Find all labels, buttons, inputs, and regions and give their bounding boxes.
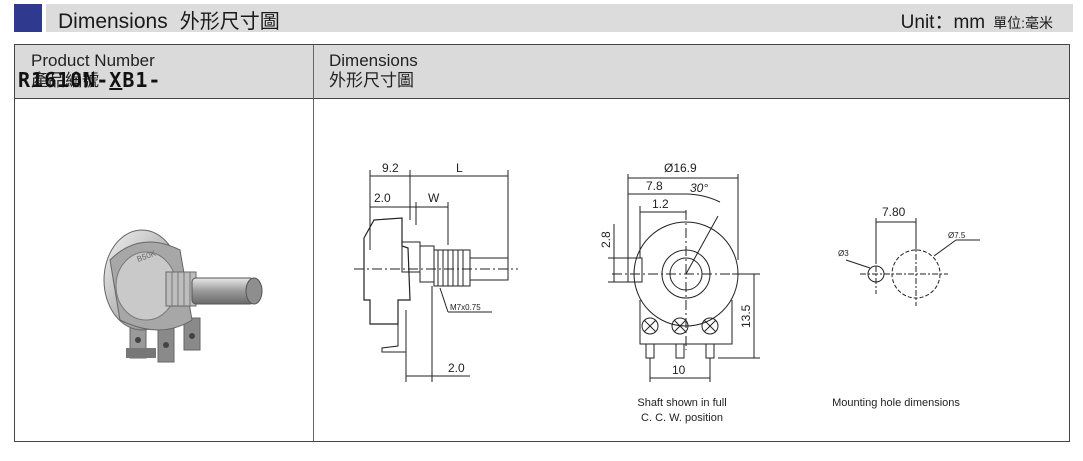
dim-W: W bbox=[428, 191, 440, 205]
dim-angle-30: 30° bbox=[690, 181, 708, 195]
header-background bbox=[46, 4, 1073, 32]
potentiometer-photo: B50K bbox=[103, 229, 263, 363]
section-header: Dimensions 外形尺寸圖 Unit：mm 單位:毫米 bbox=[14, 4, 1073, 34]
header-dimensions: Dimensions 外形尺寸圖 bbox=[329, 51, 418, 91]
product-number-prefix: R1610N- bbox=[18, 68, 110, 92]
dim-L: L bbox=[456, 161, 463, 175]
header-dimensions-cn: 外形尺寸圖 bbox=[329, 71, 414, 90]
section-title-en: Dimensions bbox=[58, 10, 168, 33]
header-product-number-en: Product Number bbox=[31, 51, 155, 70]
dim-1-2: 1.2 bbox=[652, 197, 669, 211]
unit-label-cn: 單位:毫米 bbox=[993, 15, 1053, 31]
shaft-caption-line1: Shaft shown in full bbox=[637, 397, 727, 409]
unit-label-en: Unit：mm bbox=[900, 12, 986, 33]
thread-label: M7x0.75 bbox=[450, 303, 481, 312]
dim-dia-16-9: Ø16.9 bbox=[664, 161, 697, 175]
header-product-number-cn: 產品編號 bbox=[31, 71, 99, 90]
mounting-caption: Mounting hole dimensions bbox=[832, 397, 960, 409]
unit-label: Unit：mm 單位:毫米 bbox=[901, 7, 1053, 34]
side-view bbox=[354, 170, 518, 382]
shaft-caption-line2: C. C. W. position bbox=[641, 412, 723, 424]
header-product-number: Product Number 產品編號 bbox=[31, 51, 155, 91]
mounting-holes bbox=[845, 218, 980, 306]
dimensions-table: Product Number 產品編號 Dimensions 外形尺寸圖 bbox=[14, 44, 1070, 442]
shaft-caption: Shaft shown in full C. C. W. position bbox=[612, 396, 752, 426]
dim-7-8: 7.8 bbox=[646, 179, 663, 193]
dim-2-0-bottom: 2.0 bbox=[448, 361, 465, 375]
dim-dia-7-5: Ø7.5 bbox=[948, 231, 966, 240]
product-number: R1610N-XB1- bbox=[18, 68, 161, 92]
dimension-labels: 9.2 L 2.0 W M7x0.75 2.0 Ø16.9 7.8 30° 1.… bbox=[374, 161, 966, 377]
header-dimensions-en: Dimensions bbox=[329, 51, 418, 70]
column-divider bbox=[313, 45, 314, 441]
product-number-variable: X bbox=[109, 68, 123, 92]
dimension-drawing: 9.2 L 2.0 W M7x0.75 2.0 Ø16.9 7.8 30° 1.… bbox=[354, 161, 980, 382]
header-accent-block bbox=[14, 4, 42, 32]
dim-7-80: 7.80 bbox=[882, 205, 906, 219]
section-title-cn: 外形尺寸圖 bbox=[179, 11, 280, 33]
table-header-row: Product Number 產品編號 Dimensions 外形尺寸圖 bbox=[15, 45, 1069, 99]
dim-dia-3: Ø3 bbox=[838, 249, 849, 258]
section-title: Dimensions 外形尺寸圖 bbox=[58, 5, 280, 34]
dim-2-8: 2.8 bbox=[599, 231, 613, 248]
product-number-suffix: B1- bbox=[122, 68, 162, 92]
dim-13-5: 13.5 bbox=[739, 304, 753, 328]
dim-10: 10 bbox=[672, 363, 686, 377]
dim-2-0-top: 2.0 bbox=[374, 191, 391, 205]
front-view bbox=[608, 174, 760, 382]
dim-9-2: 9.2 bbox=[382, 161, 399, 175]
